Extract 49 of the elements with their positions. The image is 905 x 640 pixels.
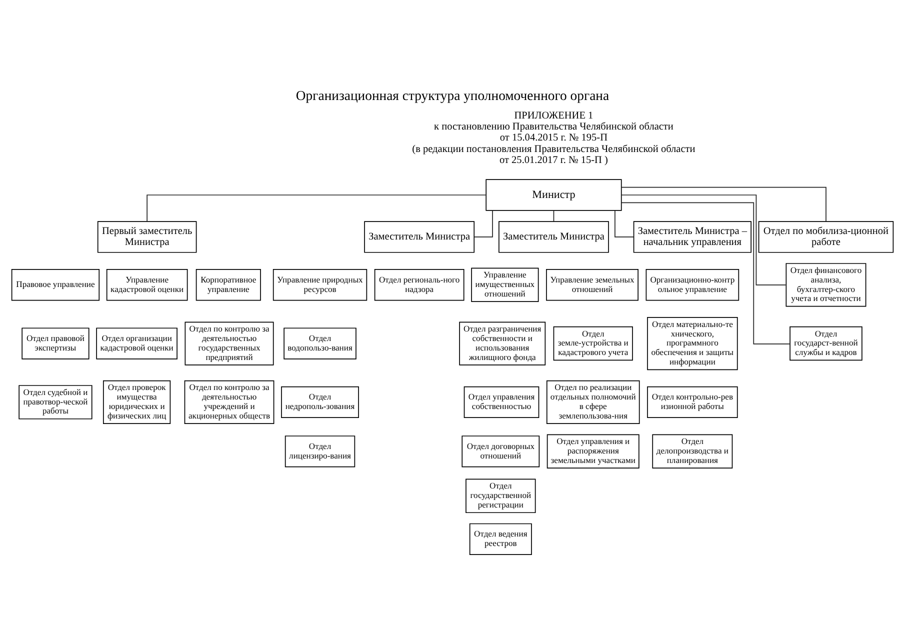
node-box: Управление кадастровой оценки — [106, 269, 188, 301]
node-box: Отдел материально-технического, программного обеспечения и защиты информации — [647, 317, 738, 370]
node-box: Отдел по мобилиза-ционной работе — [758, 221, 894, 253]
node-box: Отдел договорных отношений — [462, 436, 540, 468]
node-box: Отдел недрополь-зования — [281, 386, 359, 418]
label: от 25.01.2017 г. № 15-П ) — [500, 154, 608, 166]
label: (в редакции постановления Правительства Челябинской области — [412, 144, 696, 155]
node-box: Управление природных ресурсов — [272, 269, 368, 301]
label: к постановлению Правительства Челябинской области — [434, 122, 674, 133]
node-box: Отдел разграничения собственности и использования жилищного фонда — [459, 322, 546, 366]
node-box: Отдел государст-венной службы и кадров — [790, 326, 862, 361]
node-box: Отдел региональ-ного надзора — [374, 269, 464, 301]
node-box: Отдел финансового анализа, бухгалтер-ского учета и отчетности — [786, 263, 866, 307]
node-box: Правовое управление — [11, 269, 100, 301]
node-box: Отдел управления собственностью — [464, 386, 540, 418]
connector — [620, 202, 790, 344]
node-box: Отдел управления и распоряжения земельными участками — [546, 434, 640, 469]
node-box: Управление имущественных отношений — [471, 268, 539, 302]
connector — [553, 210, 554, 222]
node-box: Отдел по контролю за деятельностью государственных предприятий — [184, 322, 274, 366]
diagram-title: Организационная структура уполномоченного органа — [296, 88, 610, 103]
node-box: Организационно-контрольное управление — [646, 269, 740, 301]
node-box: Отдел судебной и правотвор-ческой работы — [18, 385, 92, 420]
node-box: Заместитель Министра — [364, 221, 475, 253]
label: ПРИЛОЖЕНИЕ 1 — [514, 110, 594, 122]
connector — [146, 194, 486, 222]
node-box: Отдел проверок имущества юридических и физических лиц — [103, 380, 171, 424]
connector — [620, 186, 826, 222]
connector — [621, 194, 786, 286]
node-box: Отдел ведения реестров — [469, 523, 532, 555]
node-box: Отдел лицензиро-вания — [284, 436, 356, 468]
node-box: Отдел земле-устройства и кадастрового учета — [553, 326, 633, 361]
node-box: Министр — [486, 179, 622, 211]
node-box: Отдел контрольно-ревизионной работы — [647, 386, 738, 418]
node-box: Управление земельных отношений — [546, 269, 638, 301]
node-box: Отдел водопользо-вания — [284, 328, 356, 360]
node-box: Отдел правовой экспертизы — [22, 328, 90, 360]
node-box: Первый заместитель Министра — [97, 221, 197, 253]
node-box: Корпоративное управление — [196, 269, 261, 301]
node-box: Заместитель Министра — [498, 221, 609, 253]
node-box: Отдел государственной регистрации — [466, 478, 536, 514]
node-box: Заместитель Министра – начальник управления — [633, 221, 752, 253]
node-box: Отдел по контролю за деятельностью учреждений и акционерных обществ — [184, 380, 274, 424]
label: от 15.04.2015 г. № 195-П — [500, 132, 608, 144]
node-box: Отдел по реализации отдельных полномочий в сфере землепользова-ния — [546, 380, 640, 424]
node-box: Отдел организации кадастровой оценки — [96, 328, 178, 360]
connector — [614, 210, 634, 238]
node-box: Отдел делопроизводства и планирования — [652, 434, 733, 469]
connector — [474, 210, 493, 238]
